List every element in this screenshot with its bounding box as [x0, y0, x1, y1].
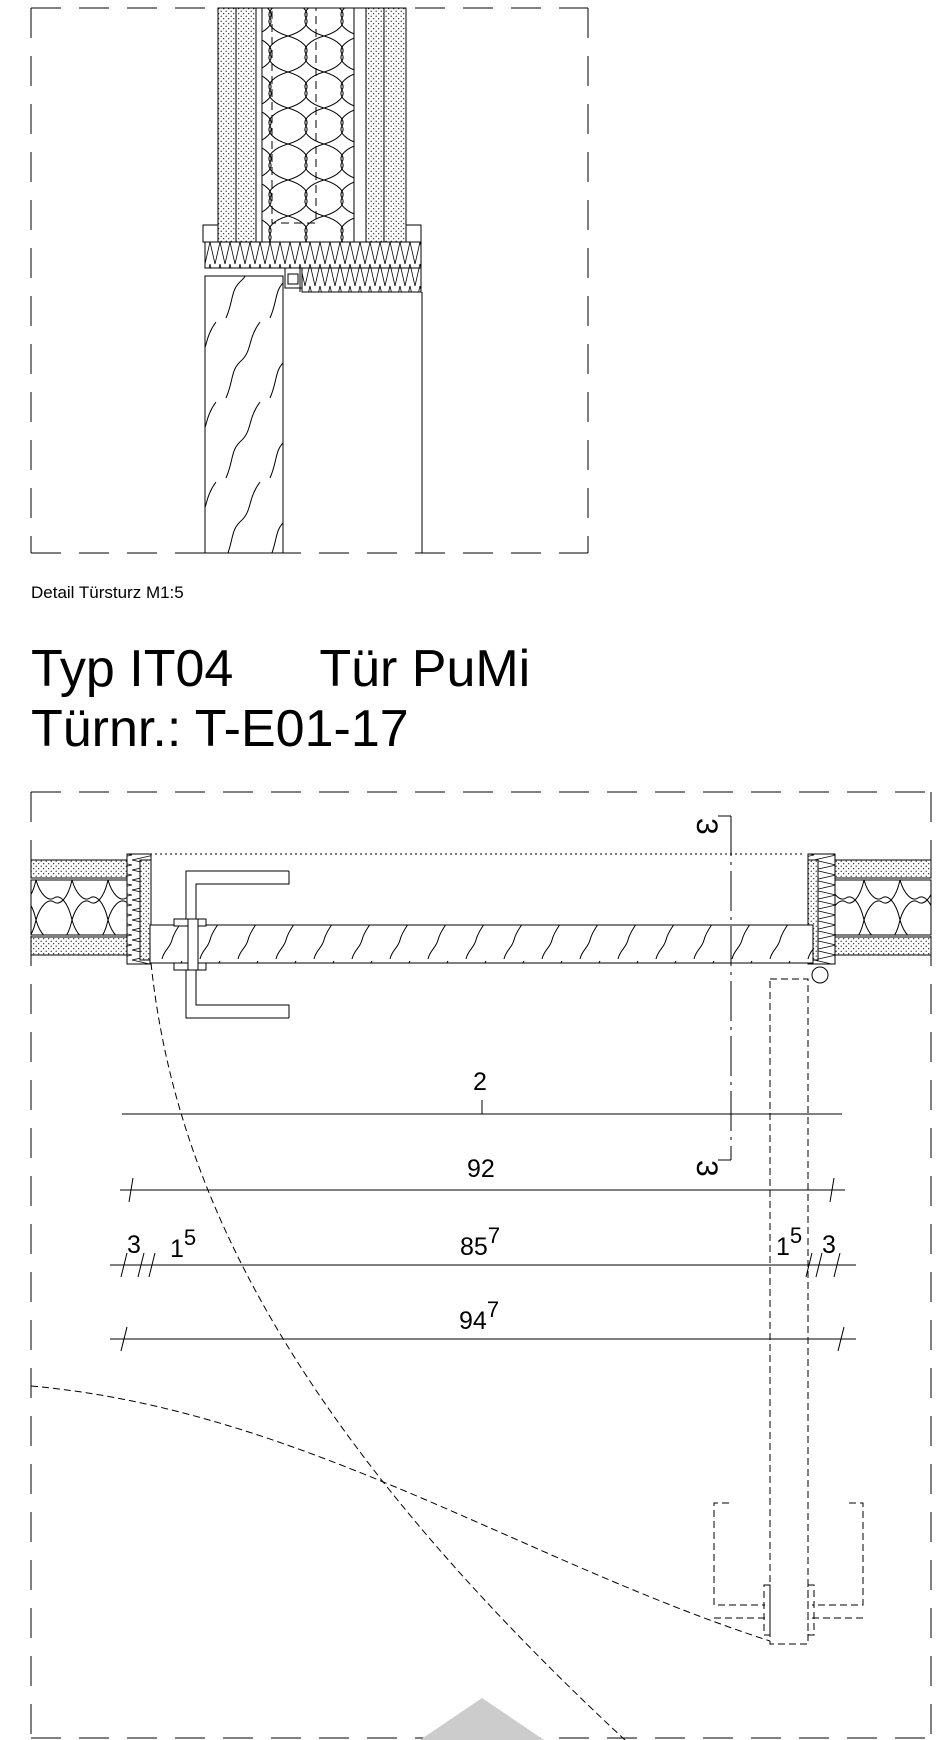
door-plan [30, 791, 932, 1740]
dimension-texts: 2 92 3 15 857 15 3 947 [127, 1068, 836, 1335]
section-marker-top: 3 [690, 818, 723, 835]
lintel-cap-left [202, 224, 219, 243]
wall-stud-right [353, 7, 367, 243]
wall-board-right-inner [365, 7, 385, 243]
dim-overall-width: 947 [459, 1297, 499, 1335]
hinge-circle [811, 966, 829, 984]
detail-caption: Detail Türsturz M1:5 [31, 583, 184, 602]
lintel-board-lower [301, 267, 422, 293]
lintel-detail [30, 7, 589, 554]
wall-board-right-outer [383, 7, 407, 243]
left-wall-insulation [30, 879, 128, 936]
door-type-title: Typ IT04 Tür PuMi [31, 643, 530, 695]
door-leaf-section [204, 275, 284, 554]
dim-clear-width: 92 [467, 1155, 495, 1183]
section-cut-line [718, 815, 732, 1161]
dimension-lines [110, 1100, 856, 1352]
left-wall-board-bottom [30, 936, 128, 956]
dim-gap-right: 15 [776, 1223, 802, 1261]
wall-board-left-outer [217, 7, 237, 243]
opened-leaf-dashed [769, 978, 809, 1645]
door-name: Tür PuMi [319, 640, 531, 698]
door-number-title: Türnr.: T-E01-17 [31, 700, 409, 758]
dim-gap-left: 15 [170, 1225, 196, 1263]
right-wall-board-bottom [834, 936, 932, 956]
wall-insulation [261, 7, 355, 243]
wall-board-left-inner [235, 7, 257, 243]
dim-frame-left: 3 [127, 1231, 141, 1259]
door-swing-arc [150, 962, 626, 1740]
detail-frame [30, 7, 589, 554]
bottom-handle-dashed [713, 1502, 864, 1636]
dim-frame-right: 3 [822, 1231, 836, 1259]
right-wall-board-top [834, 859, 932, 879]
lintel-board [204, 241, 422, 269]
left-frame-lining [139, 859, 152, 961]
watermark-triangle [420, 1698, 544, 1740]
wall-stud-left [255, 7, 263, 243]
section-marker-bottom: 3 [690, 1160, 723, 1177]
lintel-cap-right [405, 224, 422, 243]
dim-rebate: 2 [473, 1068, 487, 1096]
dim-leaf-width: 857 [460, 1223, 500, 1261]
leaf-swing-arc [30, 1385, 771, 1642]
wall-stud-dashed [271, 7, 317, 224]
left-wall-board-top [30, 859, 128, 879]
door-handle [173, 870, 290, 1019]
frame-rebate-inner [287, 273, 299, 285]
type-label: Typ IT04 [31, 640, 234, 698]
door-leaf-plan [149, 924, 814, 964]
right-wall-insulation [834, 879, 932, 936]
